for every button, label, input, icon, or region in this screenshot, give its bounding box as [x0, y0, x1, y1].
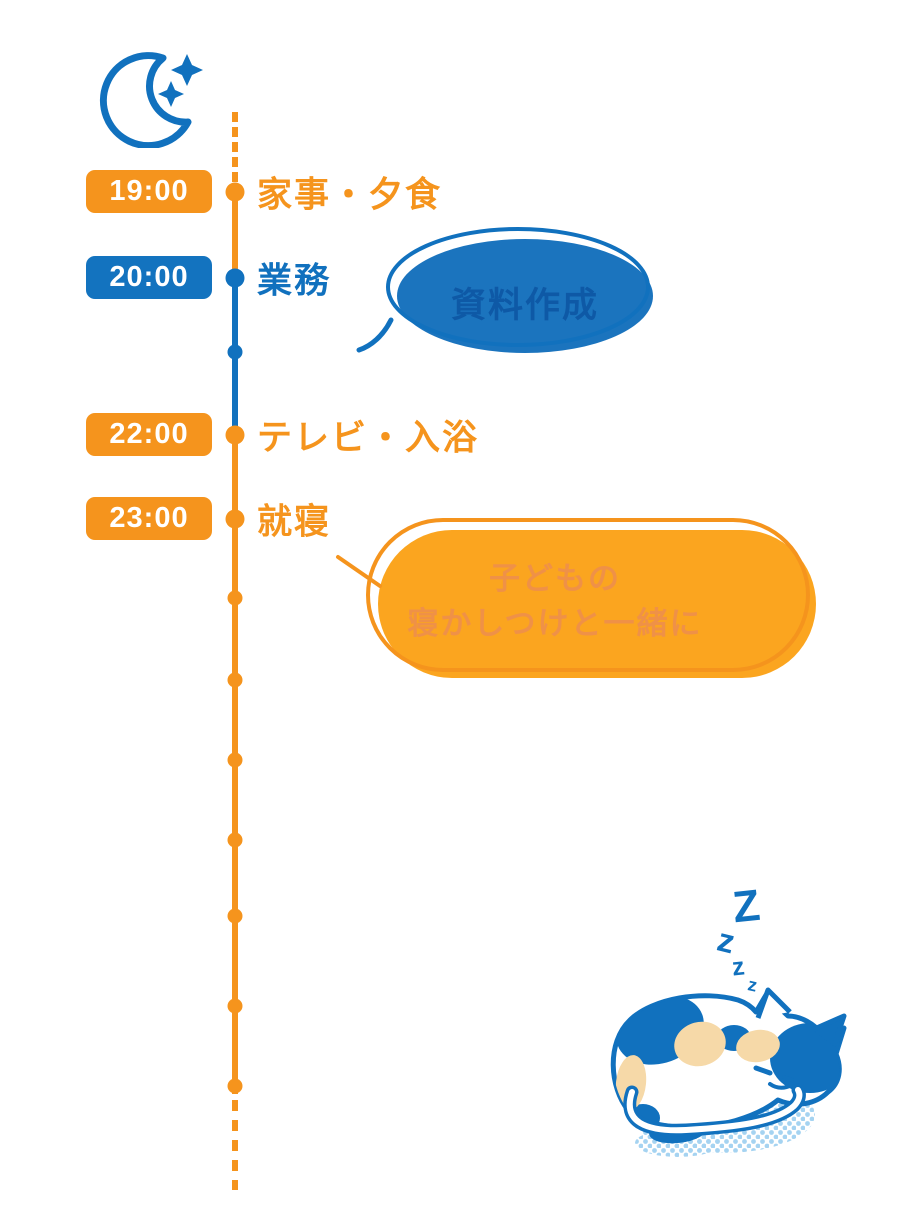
timeline-segment-1900-2000: [232, 190, 238, 278]
time-badge-1900: 19:00: [86, 170, 212, 213]
cream-patch: [615, 1055, 647, 1111]
bubble-sketch-outline: [386, 227, 650, 347]
cat-mouth: [768, 1082, 794, 1090]
timeline-dot: [227, 908, 243, 924]
time-badge-label: 19:00: [109, 175, 189, 207]
event-label-work: 業務: [257, 261, 332, 301]
timeline-dashed-bottom: [232, 1100, 238, 1190]
crescent-moon-shape: [100, 52, 192, 148]
timeline-dot-2100: [227, 344, 243, 360]
event-label-housework-dinner: 家事・夕食: [257, 175, 443, 215]
timeline-dot: [227, 590, 243, 606]
time-badge-2200: 22:00: [86, 413, 212, 456]
timeline-dot: [227, 832, 243, 848]
cat-nose: [782, 1075, 794, 1082]
timeline-dot-2300: [225, 509, 245, 529]
timeline-dashed-top: [232, 112, 238, 182]
bubble-fill: [397, 239, 653, 353]
cat-ear-left: [755, 987, 792, 1019]
time-badge-label: 23:00: [109, 502, 189, 534]
timeline-dot: [227, 1078, 243, 1094]
bubble-tail: [356, 317, 394, 353]
sleeping-cat-illustration: [610, 987, 847, 1157]
sleep-bubble-line1: 子どもの: [489, 561, 621, 596]
timeline-dot: [227, 998, 243, 1014]
bubble-fill: [378, 530, 816, 678]
cat-closed-eye: [753, 1065, 773, 1076]
moon-icon: [100, 52, 203, 148]
cat-tail: [626, 1087, 803, 1134]
work-bubble-shape: [356, 227, 653, 353]
sleep-bubble-text: 子どもの 寝かしつけと一緒に: [395, 556, 715, 646]
work-bubble-text: 資料作成: [450, 286, 599, 325]
time-badge-2000: 20:00: [86, 256, 212, 299]
sparkle-star-large: [171, 54, 203, 86]
timeline-dot: [227, 752, 243, 768]
sleep-bubble-shape: [336, 518, 816, 678]
timeline-dot: [227, 672, 243, 688]
cream-patch: [736, 1029, 780, 1063]
event-label-bedtime: 就寝: [257, 502, 332, 542]
cream-patch: [674, 1021, 726, 1067]
timeline-dot-2200: [225, 425, 245, 445]
time-badge-label: 20:00: [109, 261, 189, 293]
event-label-tv-bath: テレビ・入浴: [257, 418, 480, 458]
timeline-dot-2000: [225, 268, 245, 288]
bubble-tail: [336, 555, 382, 588]
sleep-bubble-line2: 寝かしつけと一緒に: [407, 606, 703, 641]
time-badge-2300: 23:00: [86, 497, 212, 540]
sparkle-star-small: [158, 81, 184, 107]
bubble-sketch-outline: [366, 518, 810, 672]
time-badge-label: 22:00: [109, 418, 189, 450]
cat-ear-right: [810, 1013, 847, 1047]
timeline-dot-1900: [225, 182, 245, 202]
